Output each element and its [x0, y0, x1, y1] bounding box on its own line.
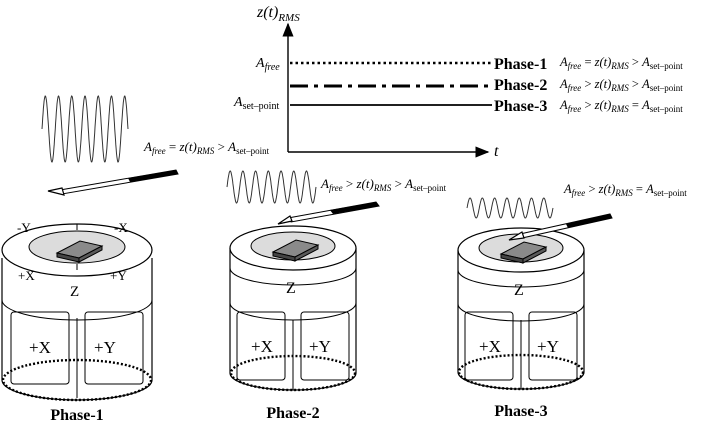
tube-label-right: +Y [309, 337, 331, 356]
phase-1-label: Phase-1 [494, 56, 547, 73]
z-label: Z [286, 280, 296, 297]
ring-label-minus-y: -Y [17, 220, 31, 235]
ring-label-plus-x: +X [18, 268, 35, 283]
tube-label-left: +X [29, 338, 51, 357]
scanner-tube [229, 248, 357, 392]
damped-oscillation-wave [226, 170, 317, 204]
tube-label-right: +Y [537, 337, 559, 356]
ring-label-minus-x: -X [114, 220, 128, 235]
cantilever-2 [277, 201, 380, 225]
sample [271, 239, 320, 262]
cantilever-tip [47, 187, 65, 196]
tube-base-ring [457, 353, 585, 391]
sample [499, 241, 548, 264]
x-axis-label: t [494, 143, 499, 160]
cantilever-2-relation: Afree > z(t)RMS > Aset–point [320, 176, 447, 193]
caption-phase-3: Phase-3 [494, 403, 547, 420]
scanner-2: Z +X +Y [229, 225, 357, 392]
ring-label-plus-y: +Y [110, 268, 127, 283]
phase-3-label: Phase-3 [494, 98, 547, 115]
scanner-top [457, 227, 585, 273]
free-oscillation-wave [41, 95, 129, 163]
setpoint-oscillation-wave [466, 197, 554, 219]
cantilever-tip [508, 231, 525, 241]
a-free-level-label: Afree [255, 56, 280, 73]
z-label: Z [70, 284, 79, 300]
caption-phase-2: Phase-2 [266, 405, 319, 422]
cantilever-1-relation: Afree = z(t)RMS > Aset–point [143, 139, 270, 156]
tube-label-left: +X [479, 337, 501, 356]
cantilever-tip [277, 215, 293, 225]
amplitude-graph: z(t)RMS t Afree Aset–point Phase-1 Afree… [233, 4, 683, 160]
sample [55, 240, 104, 263]
phase-1-relation: Afree = z(t)RMS > Aset–point [559, 55, 683, 71]
scanner-tube [1, 258, 153, 402]
a-setpoint-level-label: Aset–point [233, 95, 279, 112]
phase-3-relation: Afree > z(t)RMS = Aset–point [559, 98, 683, 114]
tube-base-ring [229, 354, 357, 392]
z-label: Z [514, 282, 524, 299]
tube-label-left: +X [251, 337, 273, 356]
caption-phase-1: Phase-1 [50, 407, 103, 424]
scanner-3: Z +X +Y [457, 227, 585, 391]
tube-label-right: +Y [94, 338, 116, 357]
y-axis-label: z(t)RMS [256, 4, 300, 24]
scanner-top [1, 223, 153, 277]
phase-2-relation: Afree > z(t)RMS > Aset–point [559, 77, 683, 93]
cantilever-3-relation: Afree > z(t)RMS = Aset–point [563, 182, 687, 198]
cantilever-3 [508, 213, 613, 241]
cantilever-1 [47, 169, 179, 196]
scanner-1: -Y -X +X +Y Z +X +Y [1, 220, 153, 402]
scanner-tube [457, 250, 585, 391]
tube-base-ring [1, 358, 153, 402]
scanner-top [229, 225, 357, 271]
phase-2-label: Phase-2 [494, 77, 547, 94]
